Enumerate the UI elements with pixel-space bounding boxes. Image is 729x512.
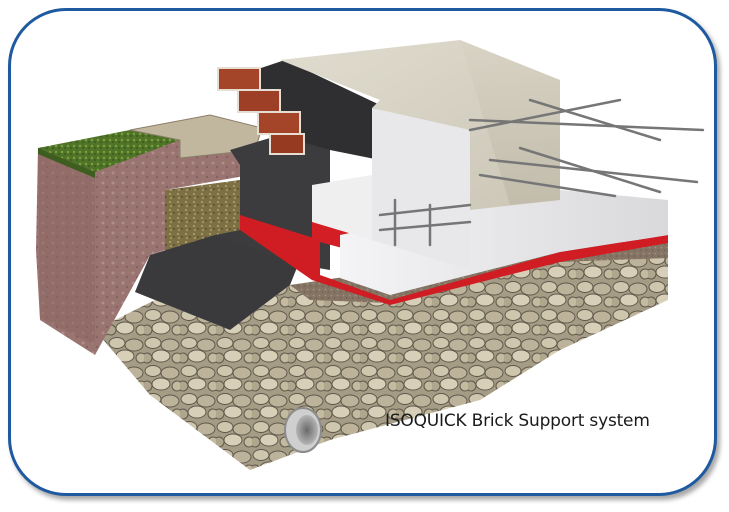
steel-reinforcement-bars [378,98,705,247]
red-insulation-layer [240,215,668,305]
waterproof-membrane [135,235,300,330]
figure-caption: ISOQUICK Brick Support system [385,411,650,431]
drainage-pipe [284,407,322,453]
rubble-stone-base [95,250,668,470]
grass-topsoil [38,130,180,172]
eps-insulation-formwork [340,190,668,295]
brick-veneer [217,67,305,155]
